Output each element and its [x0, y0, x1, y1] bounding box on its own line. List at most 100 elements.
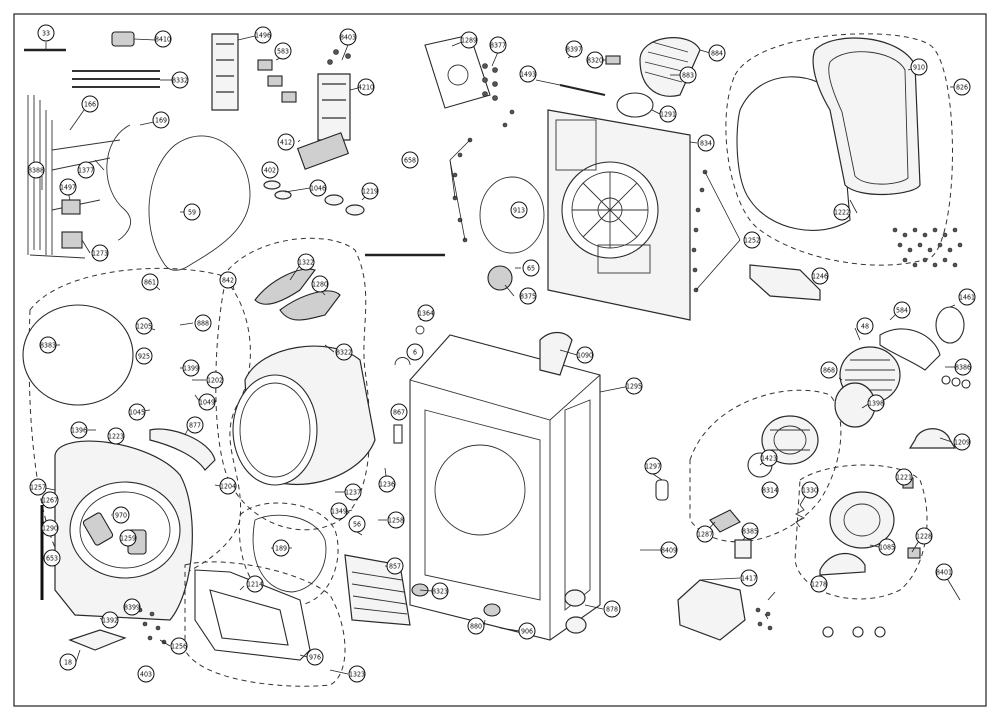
motor-2-group-outline [794, 464, 928, 600]
callout-1046: 1046 [309, 179, 327, 197]
callout-label: 1497 [60, 184, 76, 192]
callout-bubble [522, 259, 540, 277]
callout-1278: 1278 [810, 575, 828, 593]
callout-label: 8323 [432, 588, 448, 596]
callout-bubble [603, 600, 621, 618]
callout-403: 403 [137, 665, 155, 683]
callout-bubble [254, 26, 272, 44]
callout-label: 1417 [741, 575, 757, 583]
callout-label: 1290 [42, 525, 58, 533]
callout-label: 1046 [310, 185, 326, 193]
callout-bubble [401, 151, 419, 169]
callout-bubble [112, 506, 130, 524]
callout-1085: 1085 [878, 538, 896, 556]
callout-bubble [820, 361, 838, 379]
callout-label: 826 [956, 84, 968, 92]
callout-1236: 1236 [378, 475, 396, 493]
bracket-part [211, 33, 239, 111]
callout-584: 584 [893, 301, 911, 319]
callout-label: 8322 [336, 349, 352, 357]
callout-bubble [107, 427, 125, 445]
callout-label: 1398 [868, 400, 884, 408]
callout-label: 6 [413, 349, 417, 357]
callout-bubble [953, 433, 971, 451]
front-bulkhead-part [54, 440, 193, 621]
callout-bubble [867, 394, 885, 412]
callout-1322: 1322 [297, 253, 315, 271]
callout-bubble [518, 622, 536, 640]
cabinet-part [409, 334, 601, 641]
callout-bubble [810, 575, 828, 593]
callout-label: 906 [521, 628, 533, 636]
callout-label: 402 [264, 167, 276, 175]
callout-bubble [219, 477, 237, 495]
callout-bubble [297, 253, 315, 271]
filter-cup-part [935, 306, 965, 344]
callout-bubble [70, 421, 88, 439]
callout-bubble [708, 44, 726, 62]
callout-bubble [246, 575, 264, 593]
callout-bubble [387, 511, 405, 529]
callout-label: 8410 [155, 36, 171, 44]
callout-bubble [833, 203, 851, 221]
callout-bubble [59, 653, 77, 671]
callout-65: 65 [522, 259, 540, 277]
callout-bubble [77, 161, 95, 179]
vent-tube-part [539, 331, 573, 376]
callout-880: 880 [467, 617, 485, 635]
exhaust-duct-part [639, 37, 701, 97]
callout-861: 861 [141, 273, 159, 291]
callout-label: 976 [309, 654, 321, 662]
callout-label: 1204 [220, 483, 236, 491]
sheet-border [13, 13, 987, 707]
foot-part [263, 180, 281, 190]
screw-set-part [691, 169, 708, 293]
callout-8322: 8322 [335, 343, 353, 361]
callout-1496: 1496 [254, 26, 272, 44]
callout-label: 8409 [661, 547, 677, 555]
callout-bubble [743, 231, 761, 249]
lower-front-outline [184, 561, 346, 687]
callout-bubble [357, 78, 375, 96]
callout-label: 1323 [349, 671, 365, 679]
callout-bubble [128, 403, 146, 421]
callout-8323: 8323 [431, 582, 449, 600]
callout-label: 1257 [30, 484, 46, 492]
callout-888: 888 [194, 314, 212, 332]
callout-label: 1399 [183, 365, 199, 373]
callout-label: 1259 [120, 535, 136, 543]
callout-label: 888 [197, 320, 209, 328]
callout-label: 1049 [199, 399, 215, 407]
callout-970: 970 [112, 506, 130, 524]
motor-part [761, 415, 819, 465]
callout-bubble [431, 582, 449, 600]
clip-part [257, 59, 273, 71]
callout-1497: 1497 [59, 178, 77, 196]
rod-part [559, 84, 606, 96]
screw-set-part [482, 63, 498, 101]
callout-label: 8385 [742, 528, 758, 536]
callout-bubble [811, 267, 829, 285]
callout-bubble [339, 28, 357, 46]
callout-169: 169 [152, 111, 170, 129]
callout-1259: 1259 [119, 529, 137, 547]
callout-906: 906 [518, 622, 536, 640]
bearing-part [487, 265, 513, 291]
callout-label: 910 [913, 64, 925, 72]
callout-883: 883 [679, 66, 697, 84]
callout-label: 1364 [418, 310, 434, 318]
callout-label: 1246 [812, 273, 828, 281]
callout-bubble [660, 541, 678, 559]
screw-set-part [327, 49, 351, 65]
callout-label: 59 [188, 209, 196, 217]
callout-bubble [194, 314, 212, 332]
callout-bubble [390, 403, 408, 421]
callout-1258: 1258 [387, 511, 405, 529]
callout-label: 861 [144, 279, 156, 287]
connector-part [111, 31, 135, 47]
callout-1280: 1280 [311, 275, 329, 293]
callout-bubble [183, 203, 201, 221]
callout-bubble [760, 449, 778, 467]
callout-bubble [697, 134, 715, 152]
callout-1396: 1396 [70, 421, 88, 439]
